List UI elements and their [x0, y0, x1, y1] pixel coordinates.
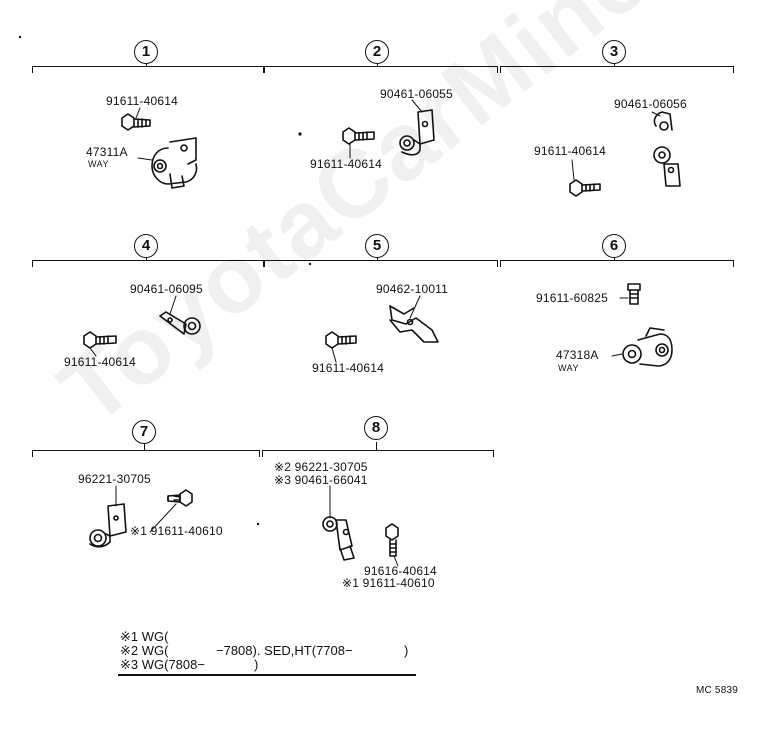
part-number: 91611-40614	[310, 157, 383, 171]
part-number: 91611-40614	[106, 94, 179, 108]
group-number-6: 6	[602, 234, 626, 258]
group-bracket-2	[264, 66, 498, 73]
part-number: 47318A	[556, 348, 599, 362]
part-number: ※1 91611-40610	[342, 576, 435, 590]
part-number: 96221-30705	[78, 472, 151, 486]
bolt-icon	[325, 331, 357, 349]
part-number: ※3 90461-66041	[274, 473, 368, 487]
group-number-2: 2	[365, 40, 389, 64]
footnote-1: ※1 WG(	[120, 629, 169, 644]
bolt-icon	[385, 523, 399, 557]
footnote-underline	[118, 674, 416, 676]
bracket-icon	[389, 305, 439, 343]
bolt-icon	[569, 179, 601, 197]
part-number: 91611-40614	[312, 361, 385, 375]
bolt-icon	[627, 283, 641, 305]
group-bracket-8-tick	[376, 442, 378, 450]
clamp-icon	[89, 503, 127, 548]
bolt-icon	[121, 113, 151, 131]
part-number: ※1 91611-40610	[130, 524, 223, 538]
part-number: 90461-06095	[130, 282, 203, 296]
group-bracket-7-tick	[144, 442, 146, 450]
footnote-2-range: −7808). SED,HT(7708−	[216, 643, 353, 658]
part-number: 91611-40614	[534, 144, 607, 158]
group-number-1: 1	[134, 40, 158, 64]
footnote-2-end: )	[404, 643, 409, 658]
three-way-joint-icon	[151, 137, 198, 189]
group-number-7: 7	[132, 420, 156, 444]
part-number: 91611-40614	[64, 355, 137, 369]
part-number: 90461-06056	[614, 97, 687, 111]
group-bracket-3	[500, 66, 734, 73]
group-number-8: 8	[364, 416, 388, 440]
part-number: 47311A	[86, 145, 128, 159]
clamp-icon	[322, 516, 355, 561]
part-subtext: WAY	[88, 159, 109, 169]
bolt-icon	[167, 489, 193, 507]
part-number: 90461-06055	[380, 87, 453, 101]
diagram-code: MC 5839	[696, 685, 738, 696]
three-way-joint-icon	[622, 327, 673, 367]
part-number: 90462-10011	[376, 282, 449, 296]
part-number: 91616-40614	[364, 564, 437, 578]
group-number-3: 3	[602, 40, 626, 64]
footnote-3-end: )	[254, 657, 259, 672]
bolt-icon	[342, 127, 375, 145]
clamp-icon	[399, 109, 435, 156]
group-number-5: 5	[365, 234, 389, 258]
part-subtext: WAY	[558, 363, 579, 373]
part-number: 91611-60825	[536, 291, 609, 305]
group-bracket-1	[32, 66, 264, 73]
clamp-icon	[159, 311, 201, 335]
footnote-2: ※2 WG(	[120, 643, 169, 658]
group-bracket-6	[500, 260, 734, 267]
footnote-3: ※3 WG(7808−	[120, 657, 205, 672]
clamp-icon	[653, 111, 681, 187]
group-bracket-7	[32, 450, 260, 457]
group-bracket-5	[264, 260, 498, 267]
bolt-icon	[83, 331, 117, 349]
part-number: ※2 96221-30705	[274, 460, 368, 474]
group-bracket-4	[32, 260, 264, 267]
group-number-4: 4	[134, 234, 158, 258]
group-bracket-8	[262, 450, 494, 457]
